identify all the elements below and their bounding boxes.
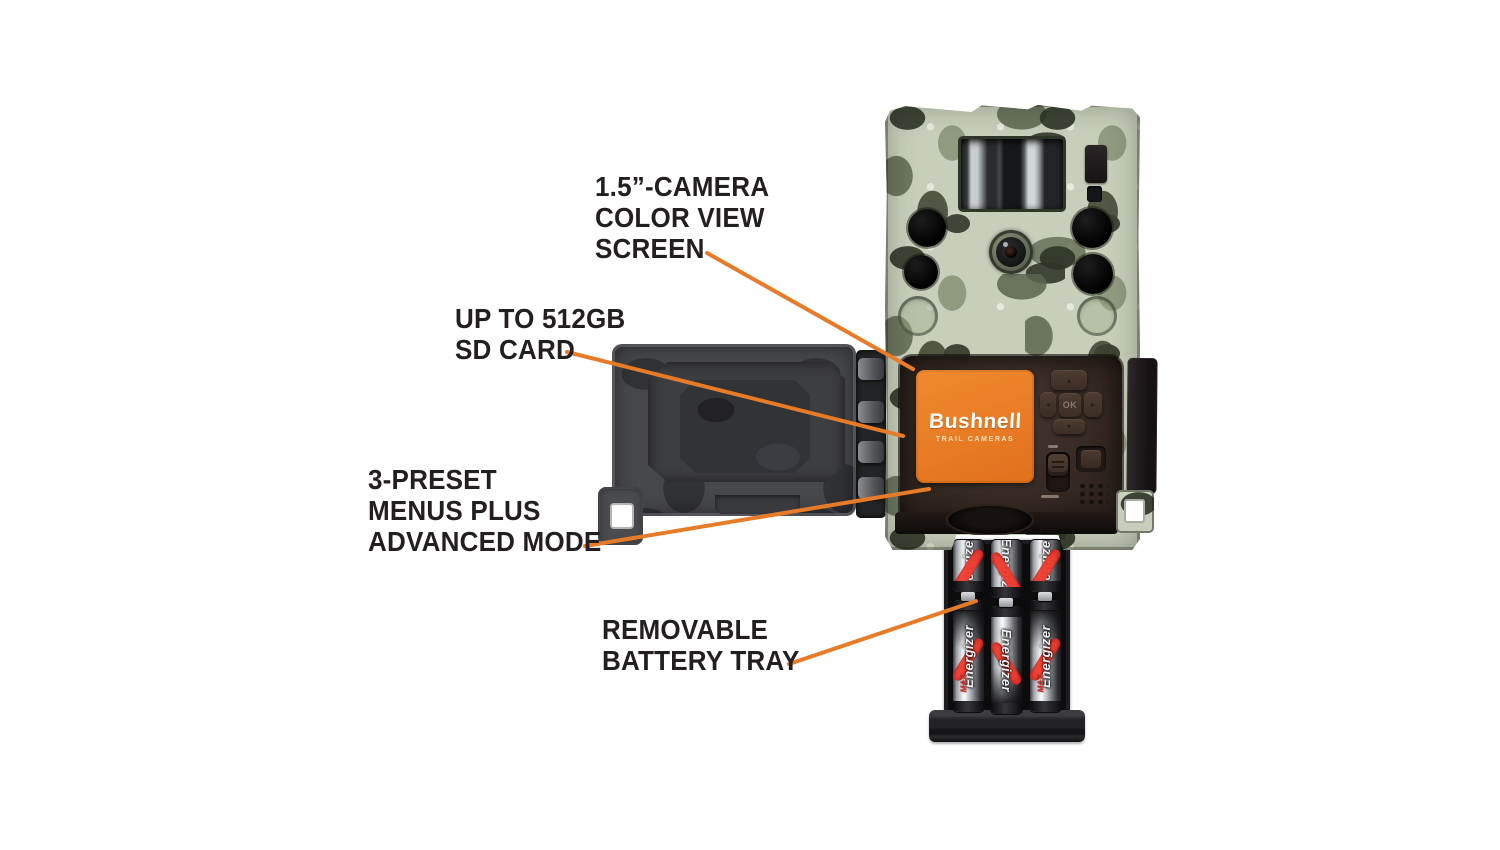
callout-screen-line: SCREEN <box>595 233 705 264</box>
ir-led-port <box>904 255 938 289</box>
battery-max-text: MAX <box>1036 674 1046 693</box>
battery-aa: Energizer MAX <box>953 600 984 712</box>
lock-barrel <box>946 504 1034 536</box>
light-sensor <box>1087 186 1102 202</box>
top-latch <box>1085 145 1107 183</box>
camera-body: Bushnell TRAIL CAMERAS ▴ ◂ OK ▸ ▾ <box>885 104 1140 550</box>
speaker-grille <box>1078 482 1108 508</box>
brand-sub-text: TRAIL CAMERAS <box>935 436 1015 443</box>
power-slider <box>1046 452 1070 492</box>
hinge-knuckle <box>858 441 884 463</box>
dpad-ok-button: OK <box>1059 393 1081 417</box>
brand-logo: Bushnell <box>928 410 1022 433</box>
raised-circle-detail <box>898 296 938 336</box>
hinge-knuckle <box>858 401 884 423</box>
callout-screen: 1.5”-CAMERA COLOR VIEW SCREEN <box>595 171 769 264</box>
battery-aa: Energizer <box>1030 540 1061 592</box>
camera-interior: Bushnell TRAIL CAMERAS ▴ ◂ OK ▸ ▾ <box>900 356 1122 522</box>
callout-menus-line: 3-PRESET <box>368 464 497 495</box>
battery-brand-text: Energizer <box>999 628 1014 692</box>
hinge-knuckle <box>858 358 884 380</box>
battery-contact <box>961 592 975 601</box>
battery-cap <box>1030 600 1061 611</box>
battery-cap <box>953 701 984 712</box>
battery-cap <box>953 581 984 592</box>
callout-menus-line: MENUS PLUS <box>368 495 541 526</box>
door-hinge <box>856 350 886 518</box>
pir-sensor-window <box>958 136 1066 212</box>
power-slider-knob <box>1048 454 1068 476</box>
mode-button <box>1076 446 1106 472</box>
callout-menus-line: ADVANCED MODE <box>368 526 602 557</box>
dpad-right-button: ▸ <box>1084 392 1102 417</box>
battery-tray-base <box>929 710 1085 742</box>
callout-sd-card: UP TO 512GB SD CARD <box>455 303 625 365</box>
battery-contact <box>999 598 1013 607</box>
door-inner-panel <box>680 380 810 473</box>
battery-cap <box>1030 581 1061 592</box>
battery-aa: Energizer <box>953 540 984 592</box>
battery-aa: Energizer MAX <box>1030 600 1061 712</box>
dpad-down-button: ▾ <box>1053 419 1085 434</box>
callout-sd-line: SD CARD <box>455 334 575 365</box>
slider-mark-bottom <box>1041 495 1059 498</box>
strap-loop-hole <box>1124 499 1145 523</box>
dpad-left-button: ◂ <box>1040 392 1056 417</box>
ir-led-port <box>1073 254 1113 294</box>
battery-contact <box>1038 592 1052 601</box>
camera-lens <box>989 230 1033 274</box>
battery-aa: Energizer <box>991 606 1022 714</box>
callout-battery-line: REMOVABLE <box>602 614 769 645</box>
dpad-up-button: ▴ <box>1051 370 1087 390</box>
callout-sd-line: UP TO 512GB <box>455 303 626 334</box>
slider-mark-top <box>1048 445 1058 448</box>
callout-battery-line: BATTERY TRAY <box>602 645 800 676</box>
color-view-screen-panel: Bushnell TRAIL CAMERAS <box>916 370 1034 483</box>
battery-cap <box>991 587 1022 598</box>
hinge-knuckle <box>858 477 884 499</box>
side-latch-bar <box>1126 357 1158 495</box>
battery-cap <box>991 703 1022 714</box>
callout-screen-line: COLOR VIEW <box>595 202 765 233</box>
door-bottom-notch <box>715 495 800 514</box>
door-latch-hole <box>610 503 634 529</box>
callout-screen-line: 1.5”-CAMERA <box>595 171 770 202</box>
raised-circle-detail <box>1077 296 1117 336</box>
battery-cap <box>1030 701 1061 712</box>
ir-led-port <box>908 209 946 247</box>
ir-led-port <box>1072 208 1112 248</box>
callout-battery: REMOVABLE BATTERY TRAY <box>602 614 800 676</box>
battery-cap <box>991 606 1022 617</box>
battery-aa: Energizer <box>991 540 1022 598</box>
battery-max-text: MAX <box>959 674 969 693</box>
callout-menus: 3-PRESET MENUS PLUS ADVANCED MODE <box>368 464 601 557</box>
